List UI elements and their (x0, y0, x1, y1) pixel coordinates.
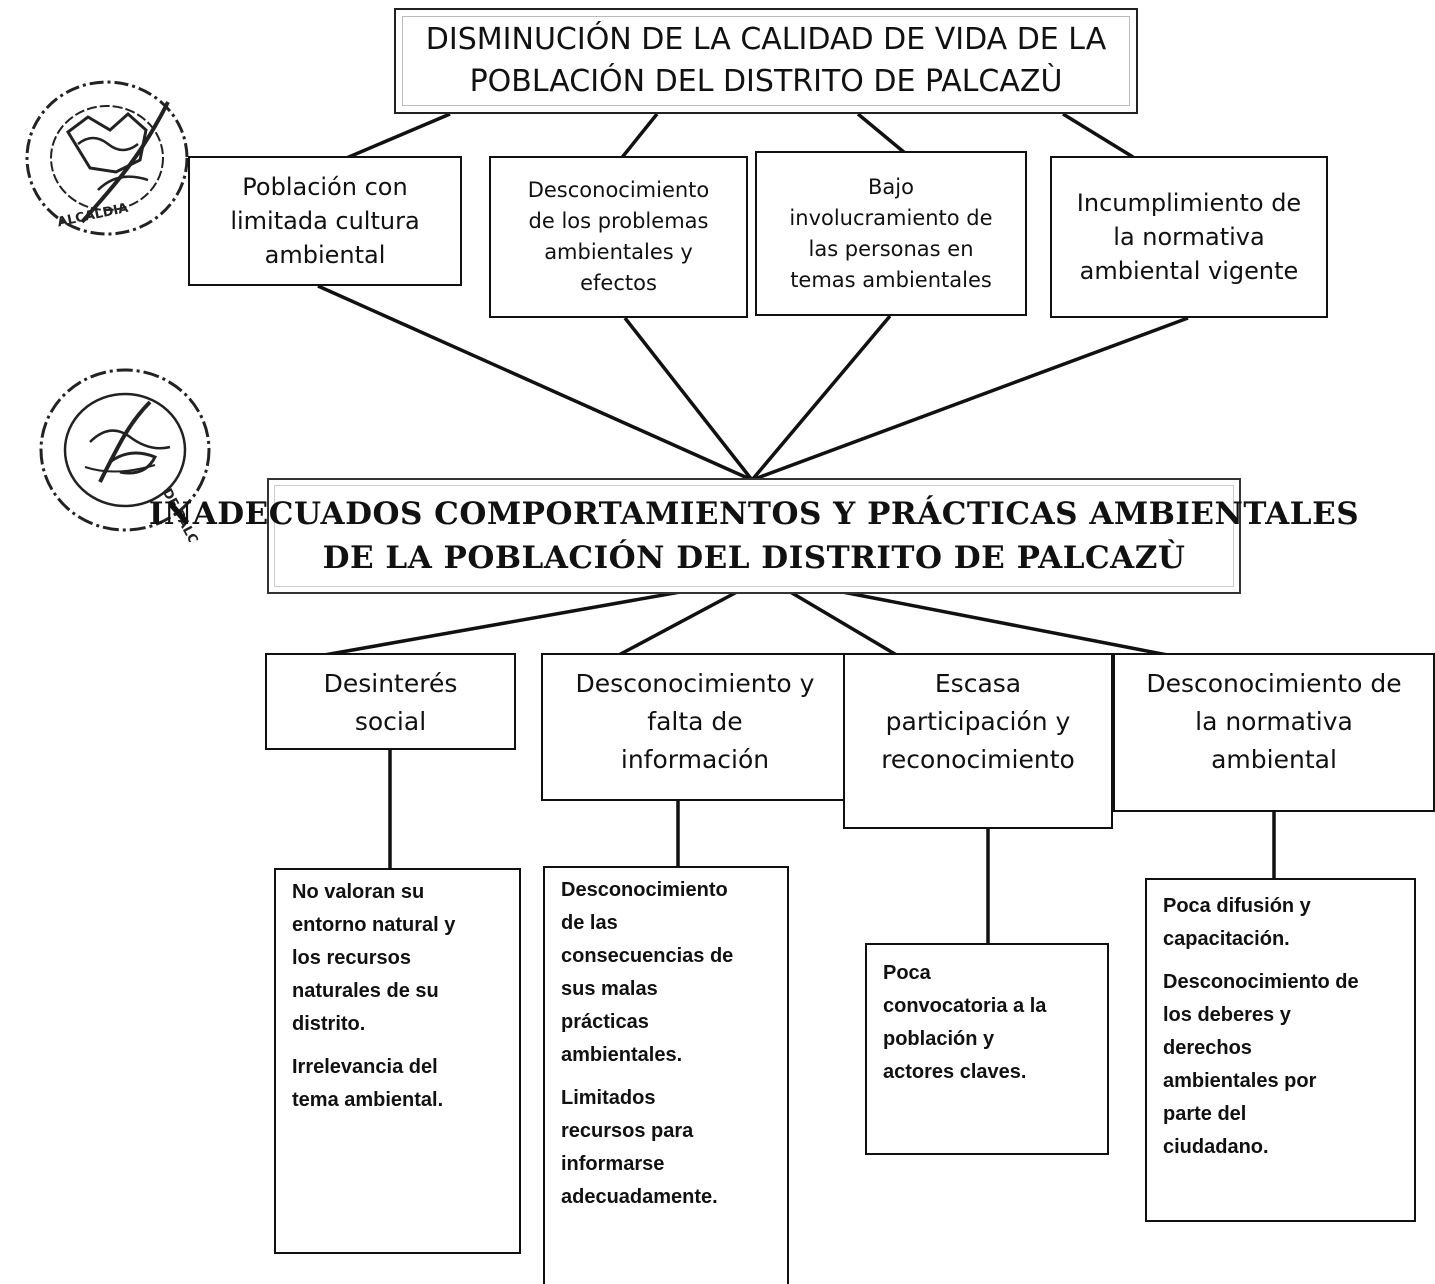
detail-2-p1-line-5: prácticas (561, 1011, 649, 1033)
detail-box-1: No valoran su entorno natural y los recu… (274, 868, 521, 1254)
effect-box-1: Desinterés social (265, 653, 516, 750)
connector-top-cause-3 (856, 112, 907, 155)
detail-2-paragraph-2: Limitados recursos para informarse adecu… (561, 1082, 718, 1214)
effect-2-line-3: información (620, 745, 770, 774)
detail-box-3: Poca convocatoria a la población y actor… (865, 943, 1109, 1155)
connector-cause-4-central (751, 316, 1189, 482)
detail-2-p2-line-3: informarse (561, 1153, 665, 1175)
detail-box-2: Desconocimiento de las consecuencias de … (543, 866, 789, 1284)
detail-4-p2-line-4: ambientales por (1163, 1070, 1317, 1092)
effect-4-line-3: ambiental (1211, 745, 1337, 774)
cause-3-line-2: involucramiento de (789, 205, 993, 230)
cause-2-line-2: de los problemas (528, 209, 709, 233)
detail-3-paragraph-1: Poca convocatoria a la población y actor… (883, 957, 1046, 1089)
detail-4-p1-line-1: Poca difusión y (1163, 895, 1311, 917)
detail-2-p1-line-4: sus malas (561, 978, 658, 1000)
cause-1-line-1: Población con (242, 173, 408, 201)
detail-1-p1-line-5: distrito. (292, 1013, 366, 1035)
detail-1-p1-line-3: los recursos (292, 947, 411, 969)
connector-top-cause-2 (618, 112, 659, 162)
detail-4-paragraph-2: Desconocimiento de los deberes y derecho… (1163, 966, 1359, 1164)
top-effect-box: DISMINUCIÓN DE LA CALIDAD DE VIDA DE LA … (394, 8, 1138, 114)
effect-3-line-1: Escasa (934, 669, 1022, 698)
detail-1-paragraph-1: No valoran su entorno natural y los recu… (292, 876, 455, 1041)
detail-box-4: Poca difusión y capacitación. Desconocim… (1145, 878, 1416, 1222)
effect-box-3: Escasa participación y reconocimiento (843, 653, 1113, 829)
detail-4-p2-line-5: parte del (1163, 1103, 1247, 1125)
detail-2-p1-line-2: de las (561, 912, 618, 934)
connector-cause-1-central (317, 284, 753, 482)
detail-1-p1-line-1: No valoran su (292, 881, 425, 903)
connector-cause-3-central (750, 314, 892, 482)
detail-2-p1-line-1: Desconocimiento (561, 879, 728, 901)
detail-2-p1-line-6: ambientales. (561, 1044, 683, 1066)
detail-3-p1-line-1: Poca (883, 962, 931, 984)
cause-4-line-3: ambiental vigente (1079, 257, 1299, 285)
cause-3-line-4: temas ambientales (790, 267, 992, 292)
cause-3-line-3: las personas en (808, 236, 974, 261)
effect-2-line-1: Desconocimiento y (575, 669, 815, 698)
effect-box-2: Desconocimiento y falta de información (541, 653, 849, 801)
cause-2-line-4: efectos (580, 271, 657, 295)
effect-4-line-1: Desconocimiento de (1146, 669, 1402, 698)
detail-4-p2-line-3: derechos (1163, 1037, 1252, 1059)
effect-3-line-2: participación y (885, 707, 1071, 736)
central-problem-line-2: DE LA POBLACIÓN DEL DISTRITO DE PALCAZÙ (322, 540, 1186, 576)
detail-4-paragraph-1: Poca difusión y capacitación. (1163, 890, 1311, 956)
detail-4-p2-line-1: Desconocimiento de (1163, 971, 1359, 993)
effect-2-line-2: falta de (647, 707, 743, 736)
cause-box-1: Población con limitada cultura ambiental (188, 156, 462, 286)
detail-2-p1-line-3: consecuencias de (561, 945, 734, 967)
effect-4-line-2: la normativa (1195, 707, 1353, 736)
municipal-seal-stamp-bottom: DE PALCAZU (39, 368, 215, 542)
cause-1-line-3: ambiental (264, 241, 386, 269)
detail-3-p1-line-4: actores claves. (883, 1061, 1027, 1083)
cause-box-2: Desconocimiento de los problemas ambient… (489, 156, 748, 318)
detail-1-paragraph-2: Irrelevancia del tema ambiental. (292, 1051, 443, 1117)
detail-2-p2-line-4: adecuadamente. (561, 1186, 718, 1208)
detail-2-p2-line-2: recursos para (561, 1120, 694, 1142)
detail-3-p1-line-3: población y (883, 1028, 995, 1050)
top-effect-line-1: DISMINUCIÓN DE LA CALIDAD DE VIDA DE LA (425, 22, 1107, 57)
cause-1-line-2: limitada cultura (230, 207, 420, 235)
cause-2-line-1: Desconocimiento (527, 178, 710, 202)
detail-1-p2-line-1: Irrelevancia del (292, 1056, 438, 1078)
detail-2-paragraph-1: Desconocimiento de las consecuencias de … (561, 874, 733, 1072)
municipal-seal-stamp-top: ALCALDIA (25, 80, 189, 236)
stamp-text-alcaldia: ALCALDIA (56, 201, 129, 231)
cause-box-3: Bajo involucramiento de las personas en … (755, 151, 1027, 316)
effect-box-4: Desconocimiento de la normativa ambienta… (1113, 653, 1435, 812)
cause-box-4: Incumplimiento de la normativa ambiental… (1050, 156, 1328, 318)
cause-3-line-1: Bajo (868, 174, 914, 199)
central-problem-line-1: INADECUADOS COMPORTAMIENTOS Y PRÁCTICAS … (148, 496, 1360, 532)
detail-2-p2-line-1: Limitados (561, 1087, 656, 1109)
effect-3-line-3: reconocimiento (881, 745, 1075, 774)
cause-2-line-3: ambientales y (544, 240, 693, 264)
detail-4-p2-line-6: ciudadano. (1163, 1136, 1269, 1158)
central-problem-box: INADECUADOS COMPORTAMIENTOS Y PRÁCTICAS … (149, 478, 1359, 594)
cause-4-line-2: la normativa (1113, 223, 1265, 251)
detail-4-p1-line-2: capacitación. (1163, 928, 1290, 950)
detail-3-p1-line-2: convocatoria a la (883, 995, 1047, 1017)
connector-cause-2-central (623, 316, 754, 482)
cause-4-line-1: Incumplimiento de (1076, 189, 1302, 217)
detail-1-p2-line-2: tema ambiental. (292, 1089, 444, 1111)
connector-top-cause-4 (1062, 112, 1134, 159)
effect-1-line-2: social (354, 707, 427, 736)
detail-1-p1-line-2: entorno natural y (292, 914, 456, 936)
top-effect-line-2: POBLACIÓN DEL DISTRITO DE PALCAZÙ (469, 64, 1063, 99)
detail-4-p2-line-2: los deberes y (1163, 1004, 1291, 1026)
detail-1-p1-line-4: naturales de su (292, 980, 439, 1002)
effect-1-line-1: Desinterés (323, 669, 458, 698)
